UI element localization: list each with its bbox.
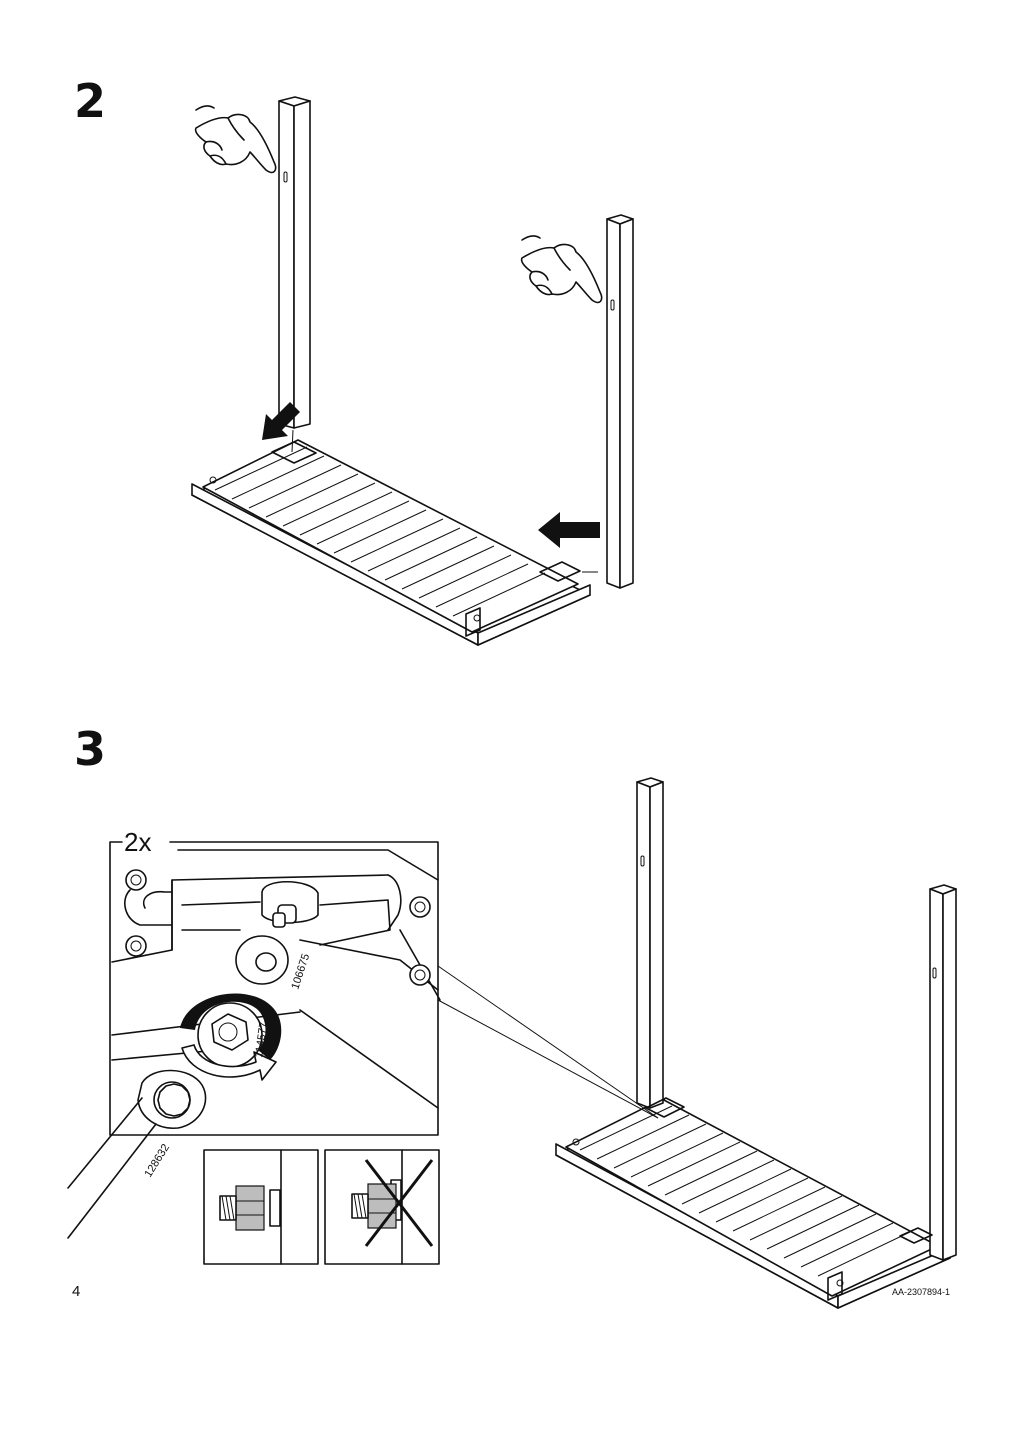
document-code: AA-2307894-1 (891, 1287, 950, 1297)
shelf-frame-with-legs (555, 777, 957, 1309)
hand-pointing-icon (194, 105, 277, 174)
leg-right (582, 214, 634, 589)
quantity-label: 2x (124, 827, 151, 857)
step-3-number: 3 (74, 722, 107, 776)
part-number-washer: 106675 (289, 952, 312, 991)
correct-fastening-panel (203, 1149, 319, 1265)
detail-box: 2x (109, 827, 441, 1180)
socket-wrench-part (137, 1069, 207, 1129)
incorrect-fastening-panel (324, 1149, 440, 1265)
page-number: 4 (72, 1283, 81, 1300)
rotate-arrow-icon (181, 1044, 277, 1081)
leg-left (278, 96, 311, 453)
part-number-nut: 114577 (253, 1021, 270, 1058)
shelf-frame (191, 439, 591, 646)
part-number-wrench: 128632 (142, 1142, 172, 1179)
washer-part (235, 935, 289, 985)
arrow-left-icon (538, 512, 600, 548)
hand-pointing-icon (520, 235, 603, 304)
arrow-down-left-icon (262, 402, 300, 440)
step-2-number: 2 (74, 74, 107, 128)
step-3-illustration: 2x (67, 777, 957, 1309)
cross-icon (364, 1159, 434, 1247)
nut-part (180, 993, 282, 1068)
step-2-illustration (191, 96, 634, 646)
